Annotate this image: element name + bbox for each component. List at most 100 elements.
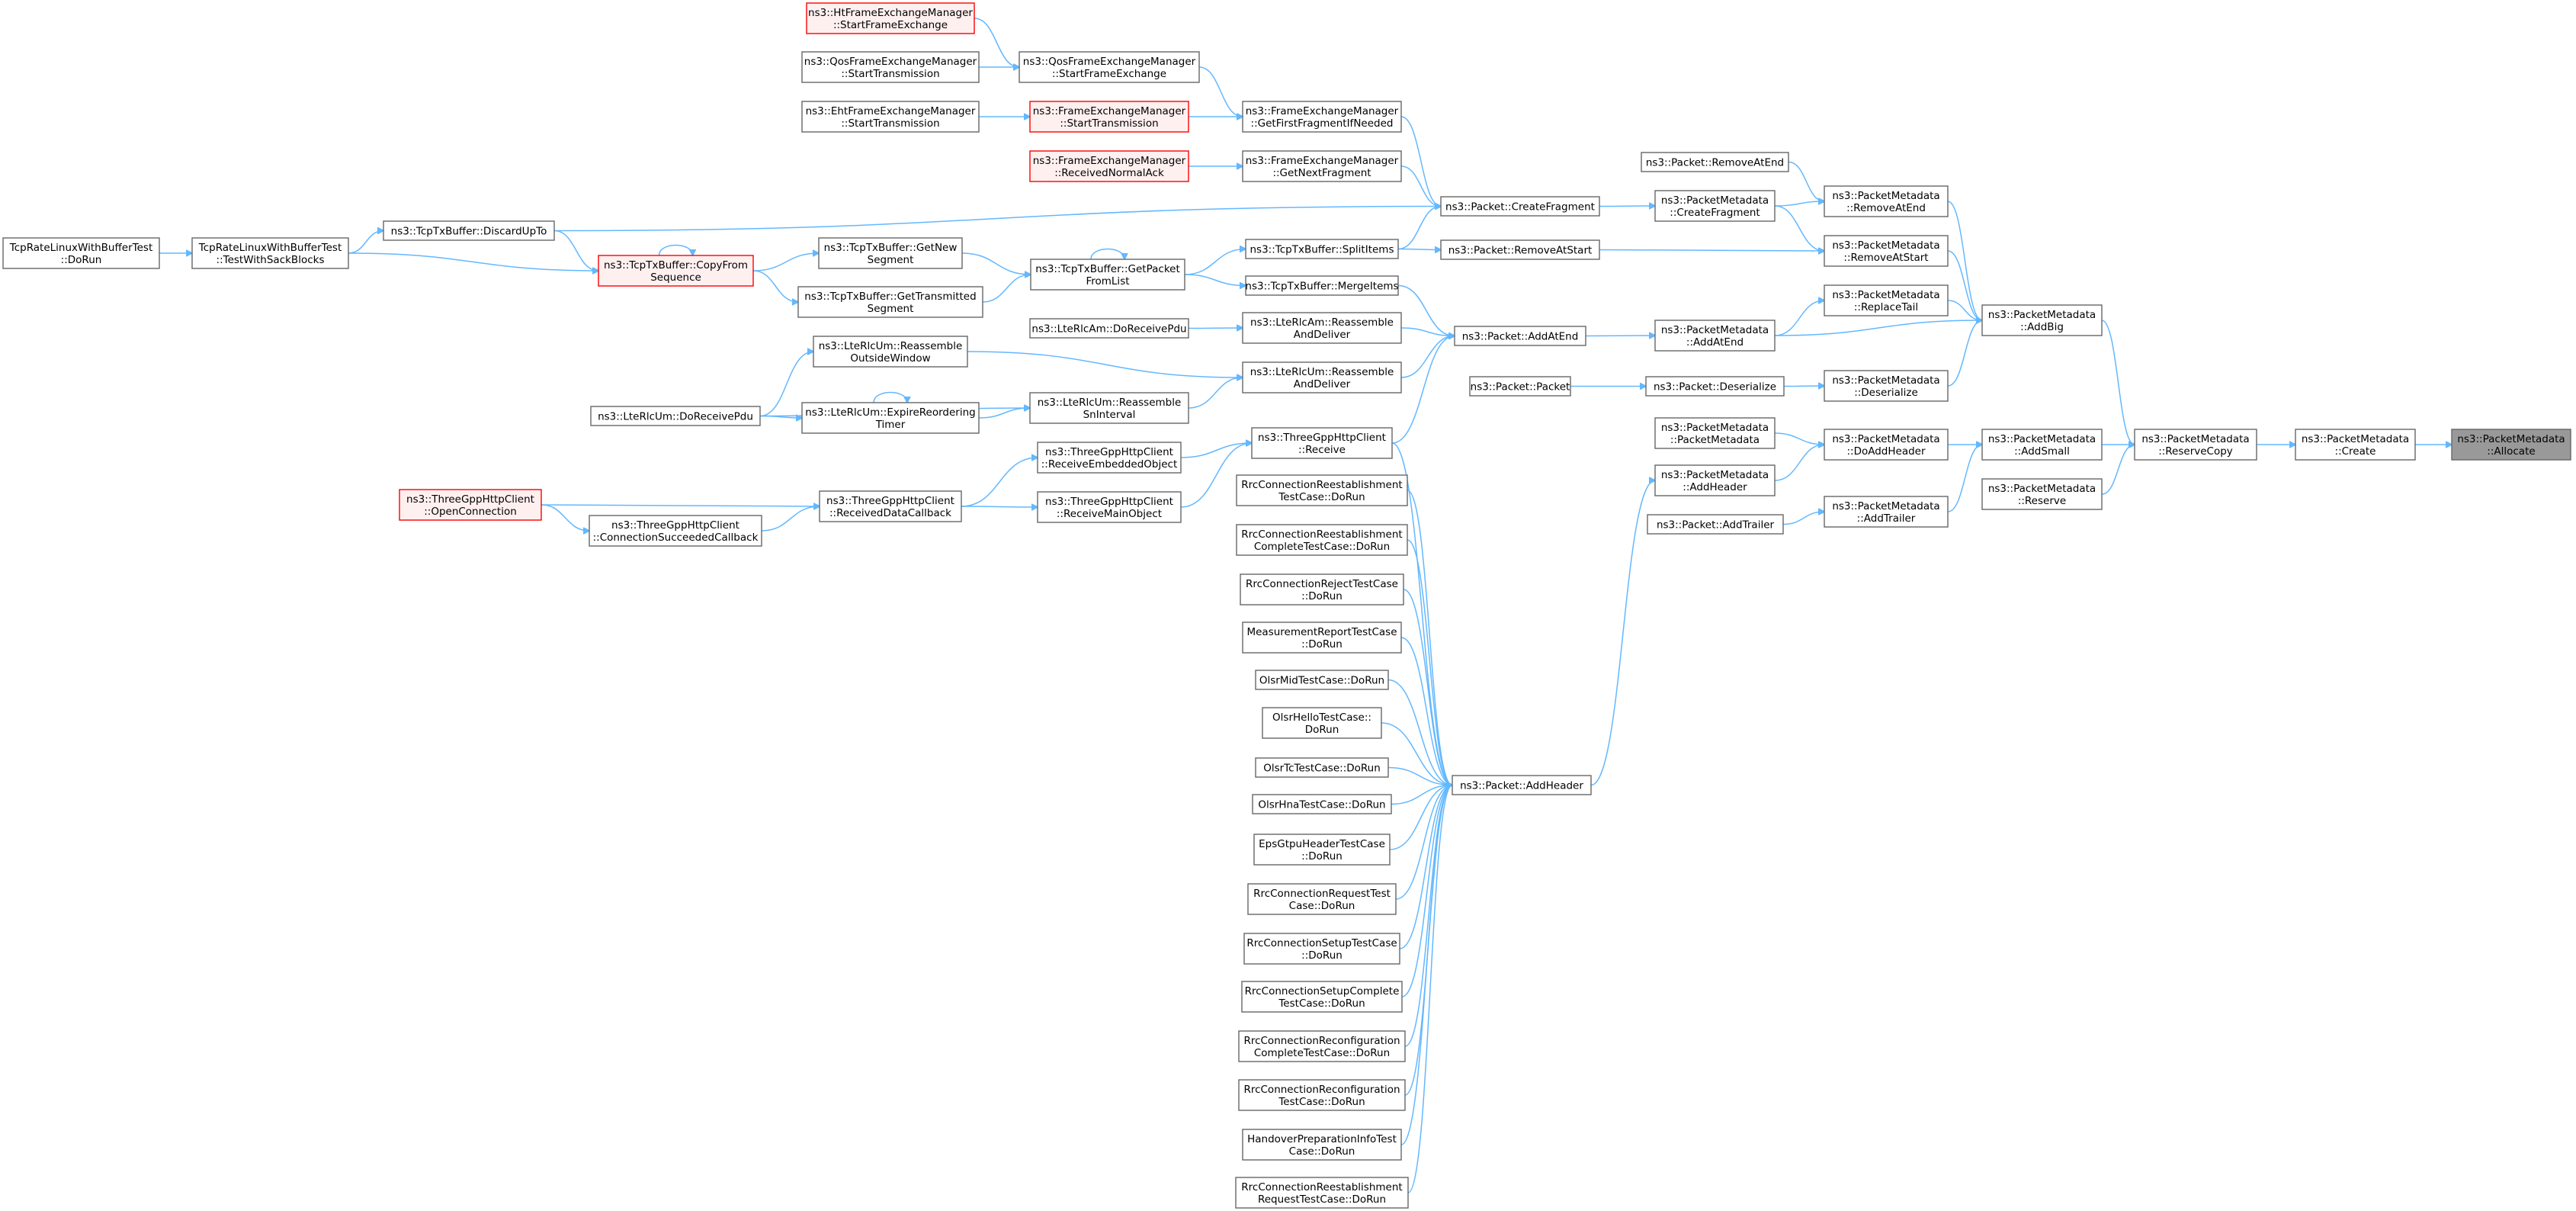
node-qfem_starttx[interactable]: ns3::QosFrameExchangeManager::StartTrans… bbox=[801, 51, 980, 83]
edge-http_rxdatacb-to-http_rxembed bbox=[961, 458, 1038, 507]
node-reservecopy[interactable]: ns3::PacketMetadata::ReserveCopy bbox=[2134, 429, 2257, 461]
node-t_rre_do[interactable]: RrcConnectionReestablishmentTestCase::Do… bbox=[1236, 474, 1408, 506]
edge-um_reassemble-to-p_addatend bbox=[1400, 336, 1455, 378]
node-label: ::RemoveAtStart bbox=[1843, 252, 1928, 264]
node-t_rrej_do[interactable]: RrcConnectionRejectTestCase::DoRun bbox=[1240, 573, 1404, 606]
node-label: ::DoRun bbox=[1301, 590, 1343, 602]
node-removeatend[interactable]: ns3::PacketMetadata::RemoveAtEnd bbox=[1824, 185, 1949, 217]
node-addbig[interactable]: ns3::PacketMetadata::AddBig bbox=[1981, 304, 2103, 336]
node-label: ns3::FrameExchangeManager bbox=[1033, 155, 1186, 167]
edge-um_dorxpdu-to-um_rxoutside bbox=[759, 352, 813, 417]
node-label: ns3::Packet::Packet bbox=[1471, 381, 1570, 393]
node-addsmall[interactable]: ns3::PacketMetadata::AddSmall bbox=[1981, 429, 2103, 461]
node-tcp_mergeitems[interactable]: ns3::TcpTxBuffer::MergeItems bbox=[1245, 275, 1399, 296]
node-ehtfem_starttx[interactable]: ns3::EhtFrameExchangeManager::StartTrans… bbox=[801, 101, 980, 133]
node-t_rsetup_do[interactable]: RrcConnectionSetupTestCase::DoRun bbox=[1243, 933, 1400, 965]
node-box bbox=[399, 489, 542, 521]
node-http_rxmain[interactable]: ns3::ThreeGppHttpClient::ReceiveMainObje… bbox=[1037, 491, 1182, 523]
node-p_deserialize[interactable]: ns3::Packet::Deserialize bbox=[1645, 376, 1785, 397]
node-p_packet[interactable]: ns3::Packet::Packet bbox=[1469, 376, 1571, 397]
node-box bbox=[1824, 185, 1949, 217]
node-tcp_splititems[interactable]: ns3::TcpTxBuffer::SplitItems bbox=[1245, 239, 1399, 259]
node-t_rrecfg_do[interactable]: RrcConnectionReconfigurationTestCase::Do… bbox=[1238, 1079, 1406, 1111]
node-t_hello_do[interactable]: OlsrHelloTestCase::DoRun bbox=[1262, 707, 1382, 739]
node-p_addheader[interactable]: ns3::Packet::AddHeader bbox=[1452, 775, 1592, 795]
node-fem_getnext[interactable]: ns3::FrameExchangeManager::GetNextFragme… bbox=[1242, 150, 1402, 182]
node-htfem_startfe[interactable]: ns3::HtFrameExchangeManager::StartFrameE… bbox=[806, 2, 975, 34]
edge-t_rsetup_do-to-p_addheader bbox=[1399, 785, 1452, 949]
node-http_connsucc[interactable]: ns3::ThreeGppHttpClient::ConnectionSucce… bbox=[589, 515, 762, 547]
node-reserve[interactable]: ns3::PacketMetadata::Reserve bbox=[1981, 478, 2103, 510]
node-label: OlsrHelloTestCase:: bbox=[1272, 712, 1371, 724]
node-t_sack[interactable]: TcpRateLinuxWithBufferTest::TestWithSack… bbox=[191, 237, 349, 269]
node-pm_deserialize[interactable]: ns3::PacketMetadata::Deserialize bbox=[1824, 370, 1949, 402]
node-doaddheader[interactable]: ns3::PacketMetadata::DoAddHeader bbox=[1824, 429, 1949, 461]
node-box bbox=[2134, 429, 2257, 461]
node-t_rrec_do[interactable]: RrcConnectionReestablishmentCompleteTest… bbox=[1236, 524, 1408, 556]
node-p_addtrailer[interactable]: ns3::Packet::AddTrailer bbox=[1647, 514, 1784, 535]
node-pm_addheader[interactable]: ns3::PacketMetadata::AddHeader bbox=[1654, 464, 1776, 496]
edge-p_addheader-to-pm_addheader bbox=[1590, 480, 1655, 786]
node-http_receive[interactable]: ns3::ThreeGppHttpClient::Receive bbox=[1251, 427, 1393, 459]
node-t_tcprate_do[interactable]: TcpRateLinuxWithBufferTest::DoRun bbox=[2, 237, 160, 269]
node-box bbox=[1240, 573, 1404, 606]
node-label: ::DoAddHeader bbox=[1846, 445, 1925, 458]
edge-pm_addatend-to-addbig bbox=[1774, 320, 1982, 336]
node-label: ::PacketMetadata bbox=[1670, 434, 1760, 446]
node-label: ::ReplaceTail bbox=[1854, 301, 1918, 313]
node-p_removeatstart[interactable]: ns3::Packet::RemoveAtStart bbox=[1440, 239, 1600, 260]
node-box bbox=[2295, 429, 2416, 461]
node-p_createfragment[interactable]: ns3::Packet::CreateFragment bbox=[1440, 196, 1600, 217]
node-http_rxembed[interactable]: ns3::ThreeGppHttpClient::ReceiveEmbedded… bbox=[1037, 442, 1182, 474]
node-replacetail[interactable]: ns3::PacketMetadata::ReplaceTail bbox=[1824, 284, 1949, 316]
node-create[interactable]: ns3::PacketMetadata::Create bbox=[2295, 429, 2416, 461]
node-http_rxdatacb[interactable]: ns3::ThreeGppHttpClient::ReceivedDataCal… bbox=[819, 490, 962, 522]
node-label: ::AddTrailer bbox=[1857, 512, 1916, 525]
node-removeatstart[interactable]: ns3::PacketMetadata::RemoveAtStart bbox=[1824, 235, 1949, 267]
node-t_rsetupc_do[interactable]: RrcConnectionSetupCompleteTestCase::DoRu… bbox=[1241, 981, 1403, 1013]
node-label: ns3::PacketMetadata bbox=[1661, 194, 1769, 207]
node-t_mid_do[interactable]: OlsrMidTestCase::DoRun bbox=[1255, 670, 1389, 690]
node-t_tc_do[interactable]: OlsrTcTestCase::DoRun bbox=[1255, 757, 1389, 778]
node-label: ns3::TcpTxBuffer::GetTransmitted bbox=[804, 291, 976, 303]
node-t_rrecfgc_do[interactable]: RrcConnectionReconfigurationCompleteTest… bbox=[1238, 1030, 1406, 1062]
node-pm_addtrailer[interactable]: ns3::PacketMetadata::AddTrailer bbox=[1824, 496, 1949, 528]
node-fem_getfirst[interactable]: ns3::FrameExchangeManager::GetFirstFragm… bbox=[1242, 101, 1402, 133]
node-p_removeatend[interactable]: ns3::Packet::RemoveAtEnd bbox=[1641, 152, 1789, 172]
node-fem_starttx[interactable]: ns3::FrameExchangeManager::StartTransmis… bbox=[1029, 101, 1189, 133]
node-allocate[interactable]: ns3::PacketMetadata::Allocate bbox=[2451, 429, 2571, 461]
node-um_dorxpdu[interactable]: ns3::LteRlcUm::DoReceivePdu bbox=[590, 406, 761, 426]
node-label: SnInterval bbox=[1083, 409, 1136, 421]
node-t_mr_do[interactable]: MeasurementReportTestCase::DoRun bbox=[1242, 622, 1402, 654]
node-box bbox=[1654, 320, 1776, 352]
node-qfem_startfe[interactable]: ns3::QosFrameExchangeManager::StartFrame… bbox=[1019, 51, 1200, 83]
node-t_hna_do[interactable]: OlsrHnaTestCase::DoRun bbox=[1252, 794, 1392, 814]
node-pm_addatend[interactable]: ns3::PacketMetadata::AddAtEnd bbox=[1654, 320, 1776, 352]
node-box bbox=[2, 237, 160, 269]
node-tcp_discard[interactable]: ns3::TcpTxBuffer::DiscardUpTo bbox=[383, 220, 555, 241]
node-pm_createfragment[interactable]: ns3::PacketMetadata::CreateFragment bbox=[1654, 190, 1776, 222]
node-am_dorxpdu[interactable]: ns3::LteRlcAm::DoReceivePdu bbox=[1029, 318, 1189, 339]
node-p_addatend[interactable]: ns3::Packet::AddAtEnd bbox=[1454, 326, 1586, 346]
edge-p_removeatstart-to-removeatstart bbox=[1599, 250, 1824, 252]
node-t_eps_do[interactable]: EpsGtpuHeaderTestCase::DoRun bbox=[1253, 834, 1391, 866]
node-t_rrer_do[interactable]: RrcConnectionReestablishmentRequestTestC… bbox=[1235, 1177, 1409, 1209]
node-http_openconn[interactable]: ns3::ThreeGppHttpClient::OpenConnection bbox=[399, 489, 542, 521]
node-pm_pm[interactable]: ns3::PacketMetadata::PacketMetadata bbox=[1654, 417, 1776, 449]
node-label: OutsideWindow bbox=[850, 352, 930, 365]
node-fem_rxnack[interactable]: ns3::FrameExchangeManager::ReceivedNorma… bbox=[1029, 150, 1189, 182]
node-label: HandoverPreparationInfoTest bbox=[1247, 1133, 1397, 1145]
edge-t_rre_do-to-p_addheader bbox=[1407, 490, 1452, 785]
node-box bbox=[1647, 514, 1784, 535]
